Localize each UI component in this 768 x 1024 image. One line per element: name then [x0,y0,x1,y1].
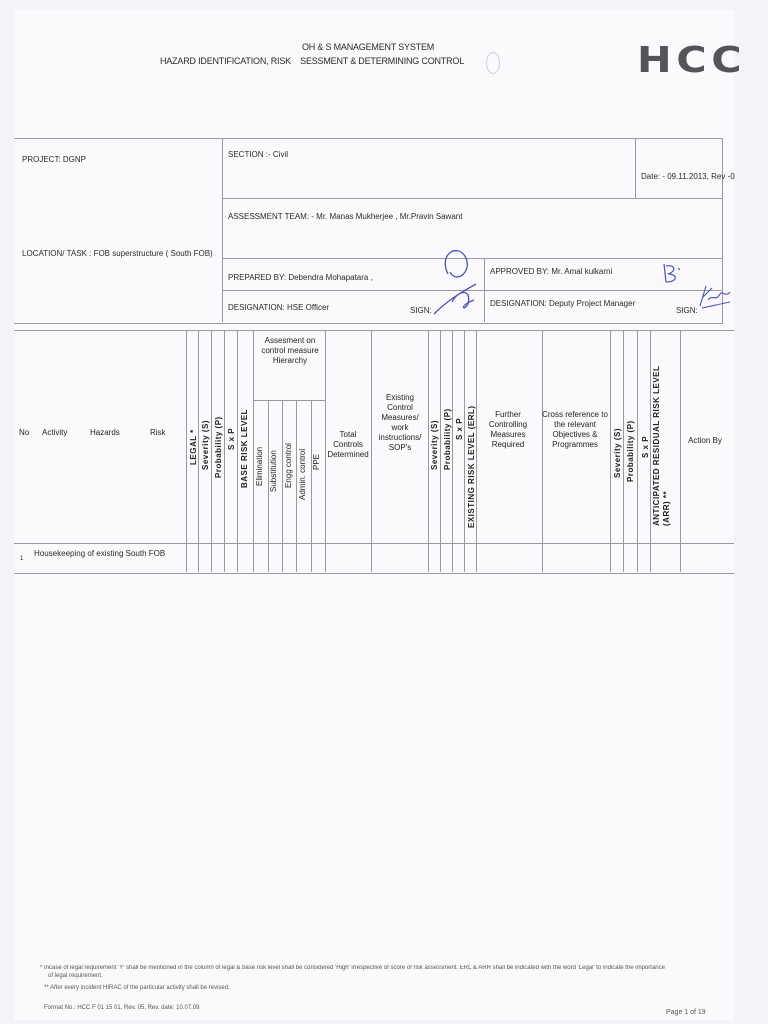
initials-approved [663,263,681,283]
table-header-divider [14,543,734,544]
table-column-line [476,330,477,572]
info-divider-v3 [484,258,485,322]
system-title: OH & S MANAGEMENT SYSTEM [302,42,435,52]
table-column-line [253,330,254,572]
signature-approved [699,285,731,309]
col-admin-control: Admin. control [298,448,307,500]
info-divider-h1 [222,198,722,199]
hierarchy-subcolumn-line [268,400,269,572]
col-base-risk: BASE RISK LEVEL [240,408,249,488]
col-erl: EXISTING RISK LEVEL (ERL) [467,405,476,528]
col-probability-2: Probability (P) [443,408,452,470]
page-number: Page 1 of 19 [666,1009,706,1016]
hierarchy-subcolumn-line [311,400,312,572]
designation-left: DESIGNATION: HSE Officer [228,303,330,312]
col-sxp-2: S x P [455,417,464,440]
hcc-logo: HCC [637,40,747,81]
table-column-line [224,330,225,572]
table-column-line [237,330,238,572]
col-hierarchy: Assesment on control measure Hierarchy [261,336,319,365]
col-engg-control: Engg control [284,443,293,488]
col-legal: LEGAL * [189,429,198,465]
col-activity: Activity [42,428,68,437]
info-block [14,138,723,324]
info-divider-h3 [222,290,722,291]
sign-left-label: SIGN: [410,306,432,315]
col-sxp-3: S x P [641,435,650,458]
prepared-by: PREPARED BY: Debendra Mohapatara , [228,273,373,282]
table-column-line [211,330,212,572]
col-ppe: PPE [312,453,321,470]
table-column-line [428,330,429,572]
col-probability: Probability (P) [214,416,223,478]
format-number: Format No.: HCC F 01 15 01, Rev. 05, Rev… [44,1005,200,1011]
table-column-line [186,330,187,572]
assessment-team: ASSESSMENT TEAM: - Mr. Manas Mukherjee ,… [228,212,463,221]
col-risk: Risk [150,428,166,437]
date-label: Date: - 09.11.2013, Rev -0 [641,172,735,181]
table-column-line [464,330,465,572]
col-severity: Severity (S) [201,419,210,470]
table-column-line [542,330,543,572]
col-existing-controls: Existing Control Measures/ work instruct… [378,393,422,452]
location-label: LOCATION/ TASK : FOB superstructure ( So… [22,249,213,258]
col-sxp: S x P [227,427,236,450]
info-divider-h2 [222,258,722,259]
col-further-controls: Further Controlling Measures Required [488,410,528,449]
row-1-no: 1 [20,556,24,562]
table-column-line [371,330,372,572]
footnote-legal-cont: of legal requirement. [48,973,103,979]
approved-by: APPROVED BY: Mr. Amal kulkarni [490,267,613,276]
signature-prepared [433,250,477,315]
table-column-line [650,330,651,572]
col-total-controls: Total Controls Determined [327,430,369,459]
col-substitution: Substitution [269,450,278,492]
footnote-legal: * Incase of legal requirement 'Y' shall … [40,965,665,971]
col-arr: ANTICIPATED RESIDUAL RISK LEVEL (ARR) ** [652,365,671,526]
table-column-line [198,330,199,572]
col-action-by: Action By [688,436,722,445]
table-column-line [637,330,638,572]
col-severity-3: Severity (S) [613,427,622,478]
row-1-activity: Housekeeping of existing South FOB [34,549,166,558]
sign-right-label: SIGN: [676,306,698,315]
table-column-line [623,330,624,572]
table-column-line [440,330,441,572]
document-title: HAZARD IDENTIFICATION, RISK SESSMENT & D… [160,56,464,66]
info-divider-v1 [222,138,223,322]
hierarchy-subcolumn-line [282,400,283,572]
hierarchy-divider [253,400,325,401]
table-column-line [610,330,611,572]
designation-right: DESIGNATION: Deputy Project Manager [490,299,636,308]
col-hazards: Hazards [90,428,120,437]
col-probability-3: Probability (P) [626,420,635,482]
table-column-line [452,330,453,572]
col-elimination: Elimination [255,446,264,486]
footnote-incident: ** After every incident HIRAC of the par… [44,985,230,991]
section-label: SECTION :- Civil [228,150,288,159]
hierarchy-subcolumn-line [296,400,297,572]
col-cross-reference: Cross reference to the relevant Objectiv… [542,410,608,449]
col-severity-2: Severity (S) [430,419,439,470]
info-divider-v2 [635,138,636,198]
table-column-line [680,330,681,572]
project-label: PROJECT: DGNP [22,155,87,164]
col-no: No [19,428,30,437]
punch-hole [486,52,500,74]
document-page [14,10,734,1020]
table-column-line [325,330,326,572]
risk-table [14,330,734,574]
